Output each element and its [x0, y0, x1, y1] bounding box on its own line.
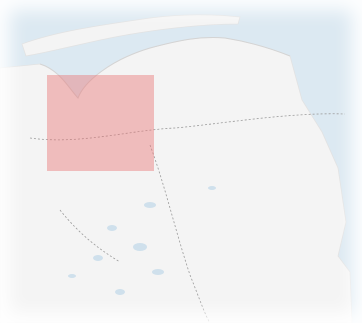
- lakes: [68, 186, 216, 295]
- coastline: [39, 37, 291, 99]
- boundaries: [29, 113, 346, 323]
- wadden-island: [21, 14, 241, 57]
- selection-rectangle[interactable]: [47, 75, 154, 171]
